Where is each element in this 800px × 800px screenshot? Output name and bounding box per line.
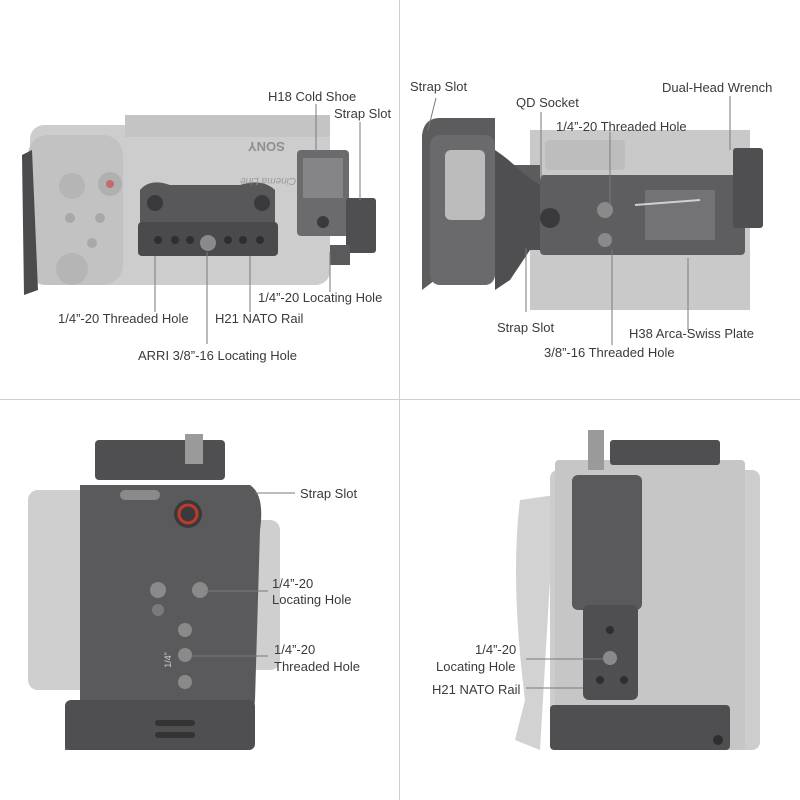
label-locating-hole-line2: Locating Hole (272, 592, 352, 607)
label-threaded-hole-line2: Threaded Hole (274, 659, 360, 674)
vertical-divider (399, 0, 400, 800)
label-strap-slot-bottom: Strap Slot (497, 320, 555, 335)
side-plate (22, 150, 38, 295)
label-threaded-hole-line1: 1/4”-20 (274, 642, 316, 657)
label-qd-socket: QD Socket (516, 95, 579, 110)
label-wrench: Dual-Head Wrench (662, 80, 773, 95)
label-arca-plate: H38 Arca-Swiss Plate (629, 326, 754, 341)
label-locating-hole-line1: 1/4”-20 (475, 642, 517, 657)
panel-bottom-view: Strap Slot QD Socket 1/4”-20 Threaded Ho… (400, 0, 800, 400)
panel-right-side-view: 1/4”-20 Locating Hole H21 NATO Rail (400, 400, 800, 800)
panel-top-view: SONY Cinema Line H18 Cold Shoe Strap Slo… (0, 0, 400, 400)
label-nato-rail: H21 NATO Rail (215, 311, 304, 326)
dial-button (59, 173, 85, 199)
left-side-illustration (28, 434, 295, 750)
threaded-hole (178, 648, 192, 662)
label-locating-hole-line1: 1/4”-20 (272, 576, 314, 591)
top-cold-shoe (95, 440, 225, 480)
label-locating-hole-line2: Locating Hole (436, 659, 516, 674)
camera-line: Cinema Line (240, 175, 297, 186)
threaded-hole-38 (598, 233, 612, 247)
label-threaded-hole: 1/4”-20 Threaded Hole (58, 311, 189, 326)
label-strap-slot: Strap Slot (300, 486, 358, 501)
label-nato-rail: H21 NATO Rail (432, 682, 521, 697)
side-plate-upper (572, 475, 642, 610)
label-strap-slot-top: Strap Slot (410, 79, 468, 94)
qd-socket (540, 208, 560, 228)
locating-hole (603, 651, 617, 665)
camera-top-ridge (125, 115, 330, 137)
control-dial (56, 253, 88, 285)
label-strap-slot: Strap Slot (334, 106, 392, 121)
arri-hole (200, 235, 216, 251)
camera-grip-ghost (515, 495, 555, 750)
bottom-view-illustration (422, 96, 763, 345)
wrench (733, 148, 763, 228)
right-side-illustration (515, 430, 760, 750)
top-cold-shoe (610, 440, 720, 465)
label-threaded-hole-quarter: 1/4”-20 Threaded Hole (556, 119, 687, 134)
top-view-illustration (22, 104, 376, 344)
label-cold-shoe: H18 Cold Shoe (268, 89, 357, 104)
grip-cage (65, 485, 262, 750)
engraving-label: 1/4” (162, 652, 173, 668)
label-threaded-hole-38: 3/8”-16 Threaded Hole (544, 345, 675, 360)
label-locating-hole: 1/4”-20 Locating Hole (258, 290, 383, 305)
camera-grip (28, 135, 123, 285)
wrench-clamp (346, 198, 376, 253)
strap-slot (120, 490, 160, 500)
label-arri-hole: ARRI 3/8”-16 Locating Hole (138, 348, 297, 363)
camera-brand: SONY (248, 139, 285, 154)
panel-left-side-view: 1/4” Strap Slot 1/4”-20 Locating Hole 1/… (0, 400, 400, 800)
horizontal-divider (0, 399, 800, 400)
